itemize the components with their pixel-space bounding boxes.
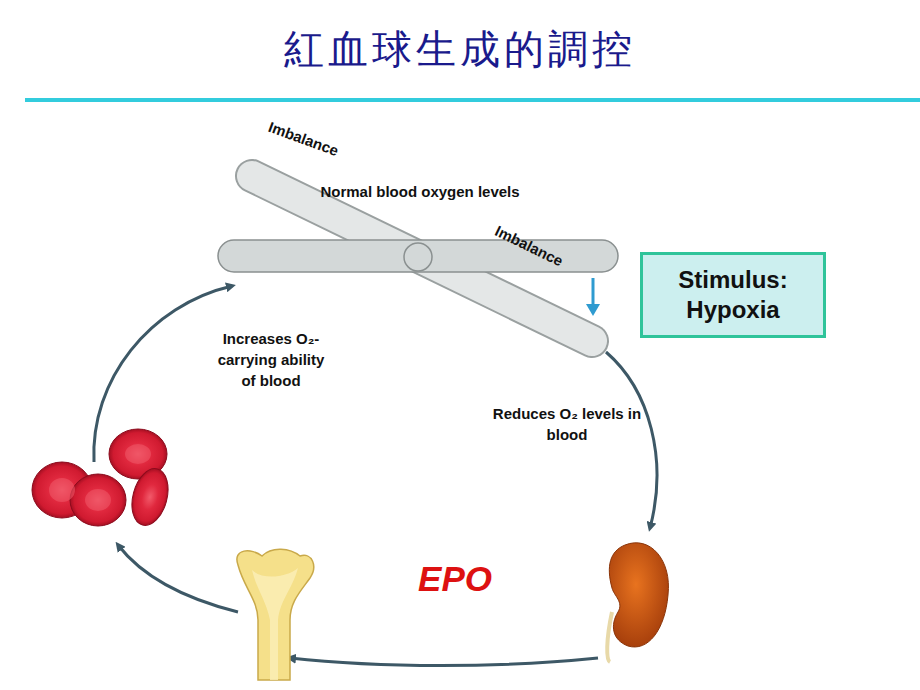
down-arrow-head bbox=[586, 304, 600, 316]
bone bbox=[237, 549, 314, 680]
cycle-arrows bbox=[94, 286, 657, 666]
normal-level-label: Normal blood oxygen levels bbox=[290, 183, 550, 201]
title-rule bbox=[25, 98, 920, 102]
box-text: Stimulus: Hypoxia bbox=[643, 265, 823, 325]
title: 紅血球生成的調控 bbox=[0, 22, 920, 77]
imbalance-label: Imbalance bbox=[266, 118, 366, 169]
increase-label: Increases O₂-carrying ability of blood bbox=[212, 328, 330, 391]
kidney bbox=[607, 543, 668, 662]
reduce-label: Reduces O₂ levels in blood bbox=[492, 403, 642, 445]
red-blood-cells bbox=[32, 429, 174, 529]
down-arrow bbox=[592, 278, 595, 306]
epo-label: EPO bbox=[400, 558, 510, 600]
pivot bbox=[404, 243, 432, 271]
stimulus-box: Stimulus: Hypoxia bbox=[640, 252, 826, 338]
